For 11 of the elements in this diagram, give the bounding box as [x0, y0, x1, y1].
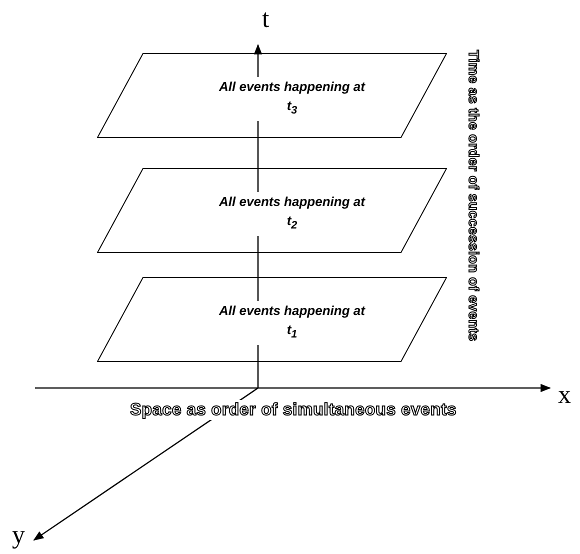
event-plane	[97, 277, 447, 362]
time-caption: Time as the order of succession of events	[466, 50, 482, 342]
axis-label: t	[262, 6, 270, 32]
space-caption: Space as order of simultaneous events	[130, 400, 457, 420]
axis-label: y	[12, 522, 25, 548]
plane-label: All events happening at t$_{1}$	[217, 301, 367, 345]
event-plane	[97, 168, 447, 253]
axis-label: x	[558, 382, 571, 408]
plane-label: All events happening at t$_{2}$	[217, 192, 367, 236]
event-plane	[97, 53, 447, 138]
plane-label: All events happening at t$_{3}$	[217, 77, 367, 121]
